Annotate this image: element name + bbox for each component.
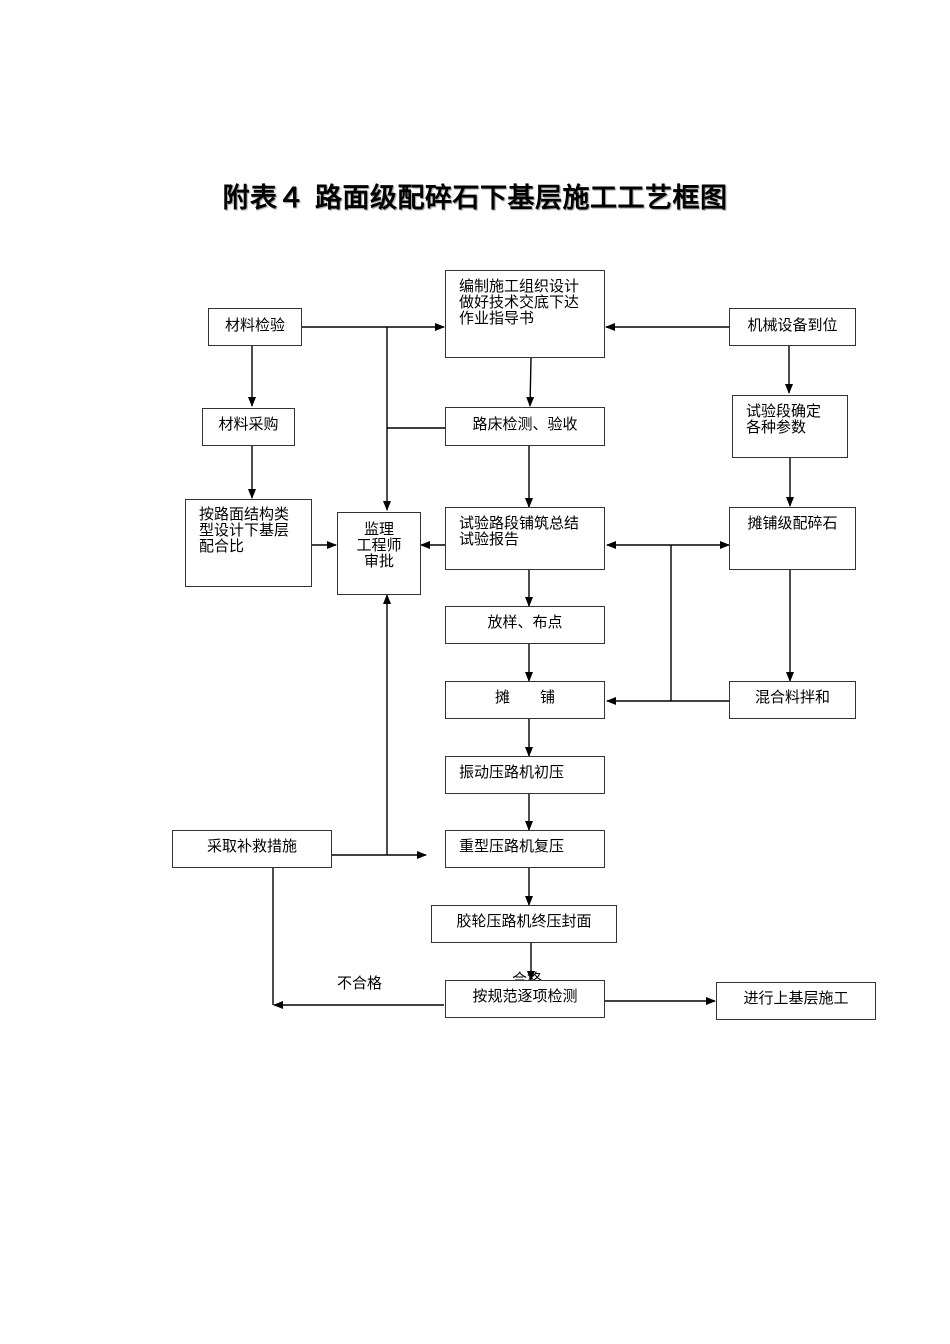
node-label-line: 工程师 — [356, 536, 402, 554]
node-mix-design: 按路面结构类 型设计下基层 配合比 — [185, 499, 312, 587]
node-spread-gravel: 摊铺级配碎石 — [729, 507, 856, 570]
node-label-line: 按路面结构类 — [199, 505, 290, 523]
node-layout-staking: 放样、布点 — [445, 606, 605, 644]
connector-plan-to-subgrade — [526, 357, 535, 407]
node-rubber-final: 胶轮压路机终压封面 — [431, 905, 617, 943]
node-vibratory-initial: 振动压路机初压 — [445, 756, 605, 794]
node-trial-params: 试验段确定 各种参数 — [732, 395, 848, 458]
node-inspection: 按规范逐项检测 — [445, 980, 605, 1018]
node-label: 放样、布点 — [487, 613, 563, 631]
node-label-line: 试验路段铺筑总结 — [459, 514, 580, 532]
node-label: 材料检验 — [224, 316, 285, 334]
node-label: 采取补救措施 — [206, 837, 297, 855]
node-mix-blend: 混合料拌和 — [729, 681, 856, 719]
node-heavy-recompact: 重型压路机复压 — [445, 830, 605, 868]
node-label-line: 编制施工组织设计 — [459, 277, 580, 295]
node-trial-section-report: 试验路段铺筑总结 试验报告 — [445, 507, 605, 570]
node-label-line: 配合比 — [199, 537, 245, 555]
page-title: 附表４ 路面级配碎石下基层施工工艺框图 — [222, 183, 728, 214]
node-label: 按规范逐项检测 — [472, 987, 578, 1005]
node-label-line: 做好技术交底下达 — [459, 293, 580, 311]
node-label: 路床检测、验收 — [472, 415, 578, 433]
node-label-line: 试验段确定 — [746, 402, 822, 420]
node-label-line: 试验报告 — [459, 530, 520, 548]
node-label-line: 型设计下基层 — [199, 521, 290, 539]
node-equipment-ready: 机械设备到位 — [729, 308, 856, 346]
node-label: 材料采购 — [218, 415, 279, 433]
node-next-layer: 进行上基层施工 — [716, 982, 876, 1020]
node-label-line: 各种参数 — [746, 418, 807, 436]
node-supervisor-approval: 监理 工程师 审批 — [337, 512, 421, 595]
node-subgrade-check: 路床检测、验收 — [445, 407, 605, 446]
node-label-line: 监理 — [363, 520, 394, 538]
node-remedial: 采取补救措施 — [172, 830, 332, 868]
node-label: 摊铺级配碎石 — [747, 514, 838, 532]
node-material-purchase: 材料采购 — [202, 408, 295, 446]
node-label: 混合料拌和 — [754, 688, 830, 706]
node-label: 振动压路机初压 — [459, 763, 565, 781]
node-label: 胶轮压路机终压封面 — [456, 912, 592, 930]
node-label-line: 作业指导书 — [459, 309, 535, 327]
node-label: 重型压路机复压 — [459, 837, 565, 855]
node-label: 进行上基层施工 — [743, 989, 849, 1007]
node-paving: 摊 铺 — [445, 681, 605, 719]
node-construction-plan: 编制施工组织设计 做好技术交底下达 作业指导书 — [445, 270, 605, 358]
node-material-inspection: 材料检验 — [208, 308, 302, 346]
node-label: 机械设备到位 — [747, 316, 838, 334]
fail-label: 不合格 — [337, 974, 383, 992]
node-label-line: 审批 — [363, 552, 394, 570]
node-label: 摊 铺 — [494, 688, 555, 706]
